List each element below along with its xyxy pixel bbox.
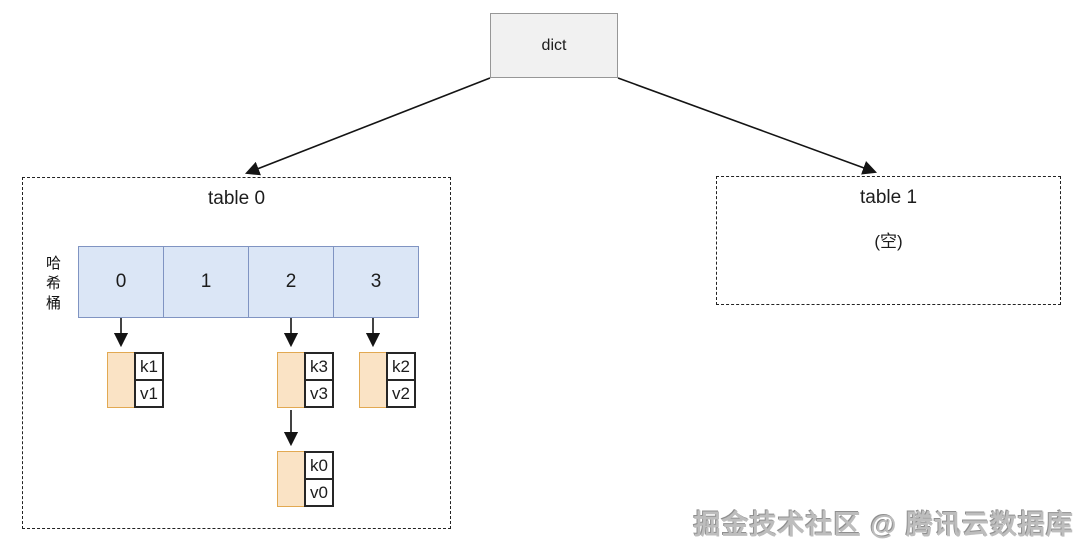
entry-key-cell: k2 bbox=[386, 352, 416, 381]
entry-key-cell: k1 bbox=[134, 352, 164, 381]
arrow-dict-to-table1 bbox=[617, 77, 878, 175]
bucket-cell-3: 3 bbox=[370, 271, 382, 292]
bucket-cell-1: 1 bbox=[164, 247, 249, 317]
watermark-text: 掘金技术社区 @ 腾讯云数据库 bbox=[693, 510, 1074, 540]
entry-value-cell: v0 bbox=[304, 478, 334, 507]
entry-key-cell: k0 bbox=[304, 451, 334, 480]
entry-pointer-cell bbox=[107, 352, 135, 408]
entry-value-cell: v3 bbox=[304, 379, 334, 408]
entry-node-k3: k3 v3 bbox=[277, 352, 334, 408]
entry-node-k0: k0 v0 bbox=[277, 451, 334, 507]
table1-title: table 1 bbox=[859, 187, 918, 208]
entry-pointer-cell bbox=[277, 352, 305, 408]
table0-title: table 0 bbox=[207, 188, 266, 209]
entry-value-cell: v1 bbox=[134, 379, 164, 408]
bucket-cell-2: 2 bbox=[249, 247, 334, 317]
hash-bucket-axis-label: 哈希桶 bbox=[45, 255, 61, 312]
entry-node-k2: k2 v2 bbox=[359, 352, 416, 408]
entry-node-k1: k1 v1 bbox=[107, 352, 164, 408]
entry-pointer-cell bbox=[359, 352, 387, 408]
bucket-cell-0: 0 bbox=[79, 247, 164, 317]
bucket-array: 0 1 2 3 bbox=[78, 246, 419, 318]
entry-key-cell: k3 bbox=[304, 352, 334, 381]
table0-container: table 0 哈希桶 0 1 2 3 bbox=[22, 177, 451, 529]
entry-value-cell: v2 bbox=[386, 379, 416, 408]
arrow-dict-to-table0 bbox=[244, 77, 491, 176]
dict-root-box: dict bbox=[490, 13, 618, 78]
dict-root-label: dict bbox=[541, 36, 567, 54]
table1-empty-label: (空) bbox=[874, 232, 903, 251]
table1-container: table 1 (空) bbox=[716, 176, 1061, 305]
entry-pointer-cell bbox=[277, 451, 305, 507]
